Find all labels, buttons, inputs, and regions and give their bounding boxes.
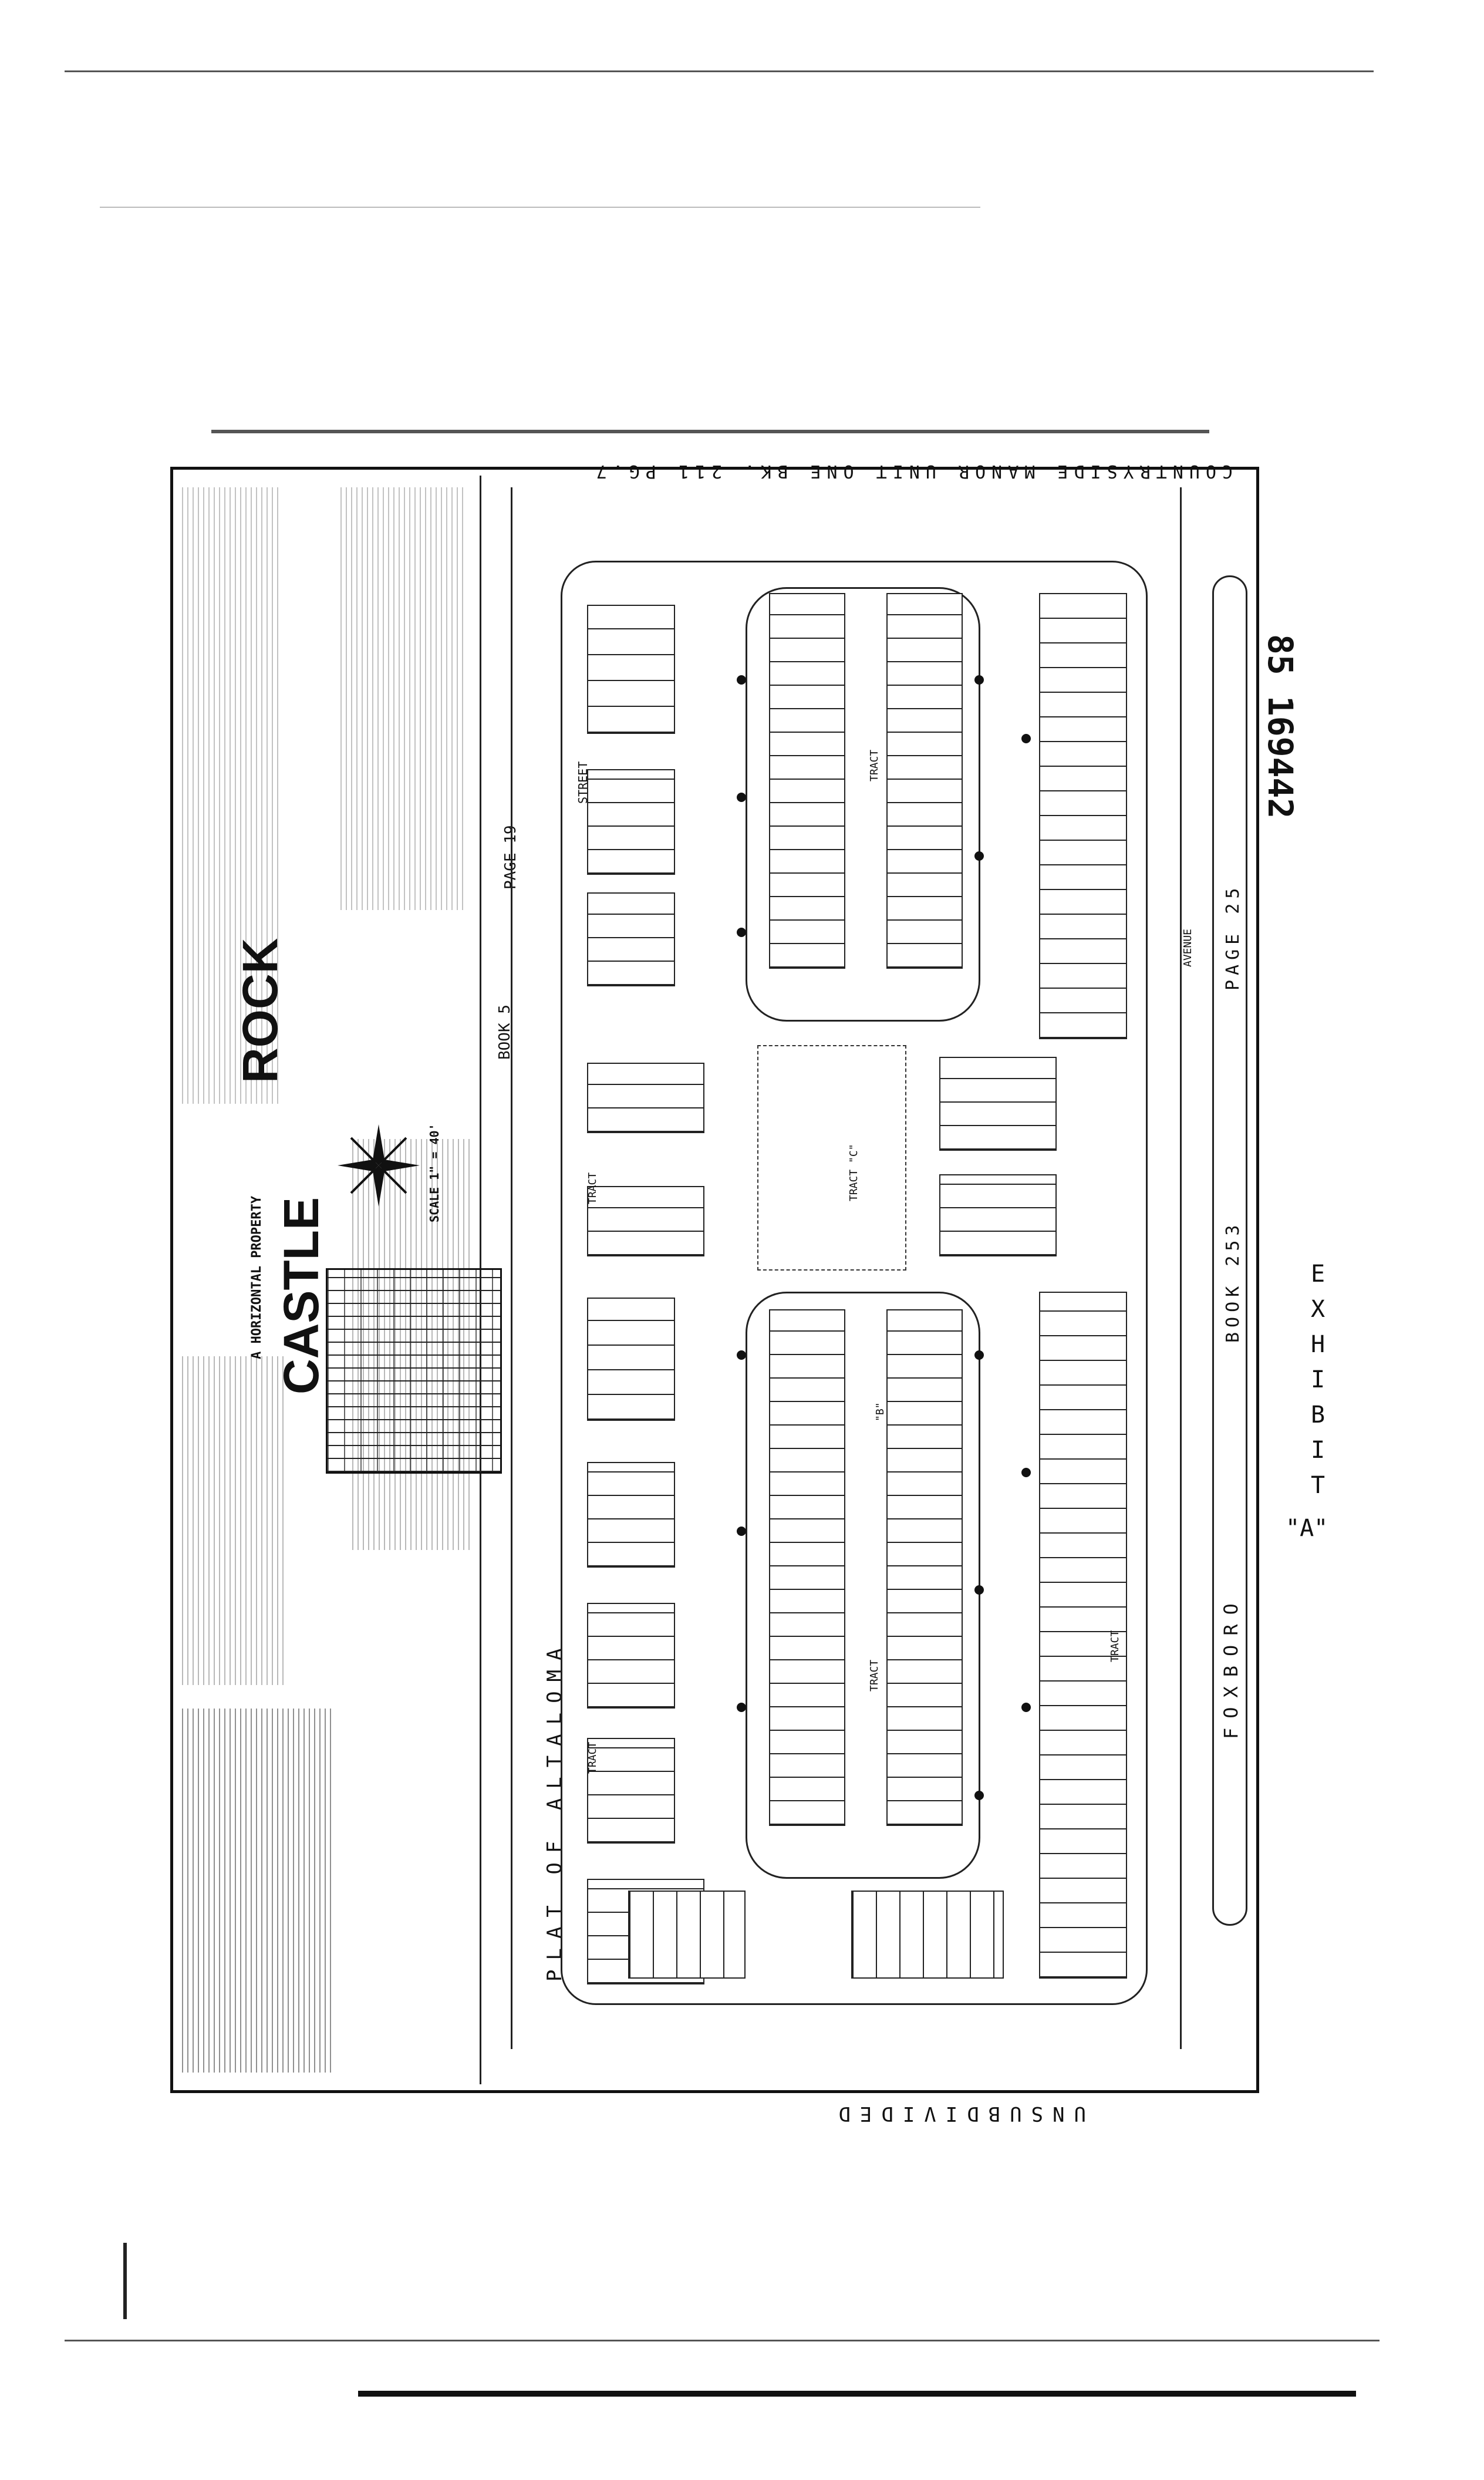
survey-point xyxy=(974,1350,984,1360)
lot-cluster xyxy=(587,769,675,875)
approval-text xyxy=(182,487,282,1104)
tract-label: TRACT xyxy=(586,1172,599,1204)
plat-subtitle: A HORIZONTAL PROPERTY xyxy=(249,1195,264,1359)
plat-title-main: CASTLE xyxy=(274,1197,329,1394)
lot-cluster xyxy=(1039,593,1127,1039)
lot-cluster xyxy=(769,593,845,969)
plat-title-second: ROCK xyxy=(232,938,288,1083)
right-street-line xyxy=(1180,487,1182,2049)
survey-point xyxy=(974,675,984,685)
tract-b-label: "B" xyxy=(874,1402,886,1421)
lot-cluster xyxy=(939,1057,1057,1151)
survey-point xyxy=(737,928,746,937)
lot-cluster xyxy=(587,1462,675,1568)
lot-cluster xyxy=(628,1891,746,1979)
survey-point xyxy=(974,1585,984,1595)
lot-cluster xyxy=(886,593,963,969)
lot-cluster xyxy=(939,1174,1057,1256)
exhibit-letter: X xyxy=(1310,1296,1326,1323)
lot-cluster xyxy=(769,1309,845,1826)
lot-cluster xyxy=(851,1891,1004,1979)
north-court-loop xyxy=(746,587,980,1022)
exhibit-letter: T xyxy=(1310,1472,1326,1499)
survey-point xyxy=(737,1527,746,1536)
avenue-label: AVENUE xyxy=(1182,928,1194,967)
survey-point xyxy=(1021,1468,1031,1477)
curve-data-table xyxy=(326,1268,502,1474)
lot-cluster xyxy=(886,1309,963,1826)
site-boundary xyxy=(561,561,1148,2005)
lot-cluster xyxy=(587,1603,675,1709)
foxboro-road xyxy=(1212,575,1247,1926)
survey-point xyxy=(1021,734,1031,743)
scan-artifact-left-mark xyxy=(123,2243,127,2319)
tract-c-label: TRACT "C" xyxy=(848,1144,860,1201)
exhibit-letter: H xyxy=(1310,1331,1326,1358)
scan-artifact-top xyxy=(65,70,1374,72)
scan-artifact-bottom xyxy=(65,2340,1380,2341)
tract-label: TRACT xyxy=(868,749,881,781)
exhibit-letter: E xyxy=(1310,1261,1326,1288)
exhibit-letter: I xyxy=(1310,1366,1326,1393)
surveyor-text xyxy=(340,487,464,910)
tract-c-open-space xyxy=(757,1045,906,1271)
tract-label: TRACT xyxy=(868,1659,881,1691)
lot-cluster xyxy=(587,1738,675,1844)
tract-label: TRACT xyxy=(586,1741,599,1774)
dedication-text xyxy=(182,1709,335,2073)
survey-point xyxy=(737,1350,746,1360)
scan-artifact-frame-top xyxy=(211,430,1209,433)
survey-point xyxy=(974,851,984,861)
north-arrow-icon xyxy=(338,1124,420,1207)
left-street-line xyxy=(511,487,512,2049)
tract-label: TRACT xyxy=(1109,1630,1121,1662)
lot-cluster xyxy=(1039,1292,1127,1979)
exhibit-letter: I xyxy=(1310,1437,1326,1464)
scan-artifact-top-faint xyxy=(100,207,980,208)
survey-point xyxy=(737,675,746,685)
scan-artifact-bottom-bar xyxy=(358,2391,1356,2397)
exhibit-letter: B xyxy=(1310,1401,1326,1428)
lot-cluster xyxy=(587,1186,704,1256)
survey-point xyxy=(737,1703,746,1712)
lot-cluster xyxy=(587,892,675,986)
plat-title: CASTLE xyxy=(273,1066,329,1394)
top-boundary-label: COUNTRYSIDE MANOR UNIT ONE BK. 211 PG.7 xyxy=(590,461,1233,481)
lot-cluster xyxy=(587,1063,704,1133)
bottom-boundary-label: UNSUBDIVIDED xyxy=(829,2102,1086,2125)
exhibit-label: E X H I B I T xyxy=(1300,1256,1335,1503)
survey-point xyxy=(737,793,746,802)
lot-cluster xyxy=(587,1298,675,1421)
exhibit-mark: "A" xyxy=(1286,1515,1328,1542)
certification-text xyxy=(182,1356,288,1685)
survey-point xyxy=(974,1791,984,1800)
scale-label: SCALE 1" = 40' xyxy=(427,1123,441,1222)
survey-point xyxy=(1021,1703,1031,1712)
recording-number: 85 169442 xyxy=(1260,634,1300,819)
lot-cluster xyxy=(587,605,675,734)
plat-frame xyxy=(170,467,1259,2093)
